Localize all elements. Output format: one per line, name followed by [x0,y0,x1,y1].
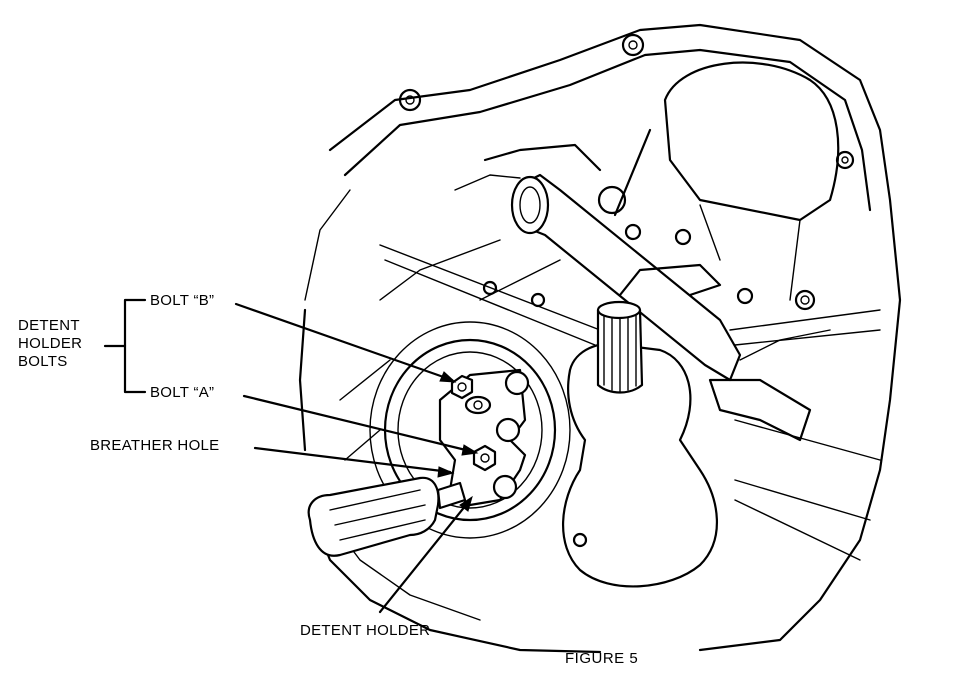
label-dhb-line1: DETENT [18,317,80,334]
label-bracket [103,298,147,394]
figure-caption: FIGURE 5 [565,650,639,667]
output-housing [561,300,719,588]
extension-housing [613,61,840,301]
label-bolt-a: BOLT “A” [150,384,215,401]
bolt-b-shape [450,374,474,400]
screwdriver [307,476,467,557]
label-dhb-line3: BOLTS [18,353,68,370]
leader-lines [234,302,479,614]
shift-rail [454,143,742,382]
label-breather-hole: BREATHER HOLE [90,437,220,454]
label-dhb-line2: HOLDER [18,335,83,352]
case-ribs [339,239,881,561]
label-detent-holder-bolts: DETENT HOLDER BOLTS [18,317,82,371]
case-bosses [482,185,754,308]
detent-holder-plate [438,368,530,507]
label-bolt-b: BOLT “B” [150,292,215,309]
label-detent-holder: DETENT HOLDER [300,622,431,639]
bolt-a-shape [472,444,497,472]
